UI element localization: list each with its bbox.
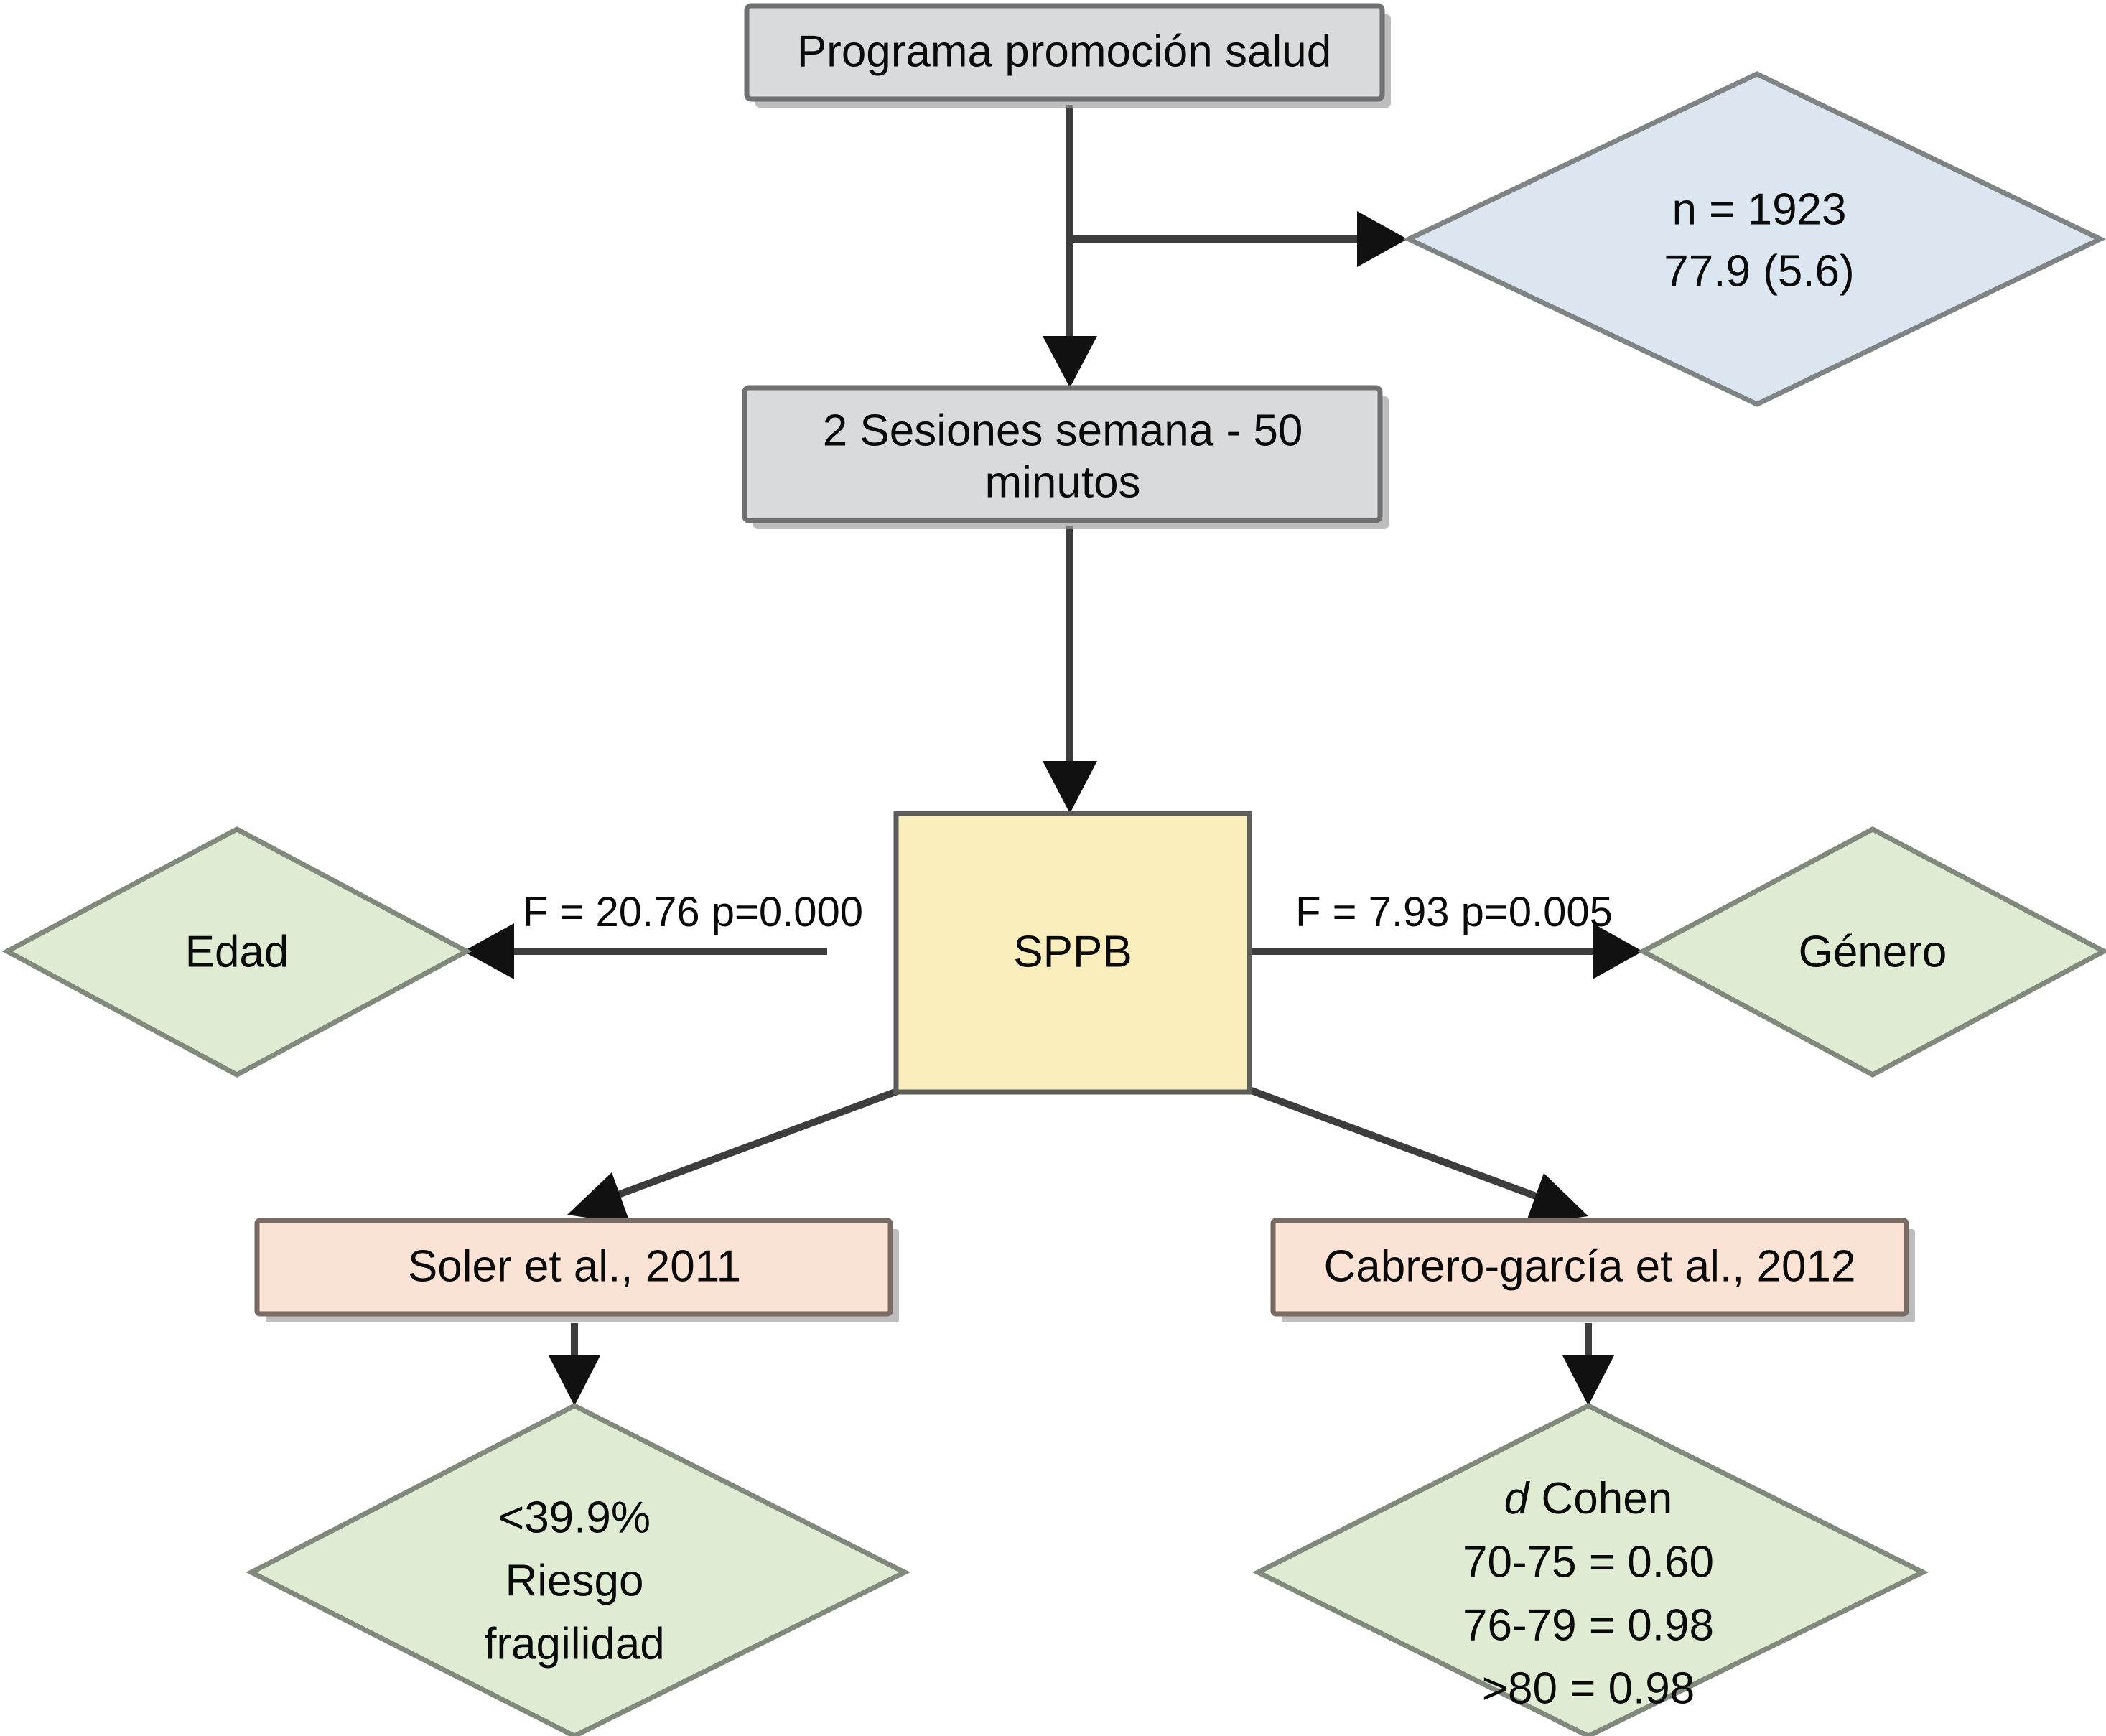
connector-programa-to-muestra	[1070, 211, 1407, 267]
arrowhead-left-edad	[463, 923, 514, 979]
edge-label-sppb-to-genero: F = 7.93 p=0.005	[1295, 889, 1613, 935]
node-genero[interactable]: Género	[1637, 826, 2106, 1078]
node-edad[interactable]: Edad	[1, 826, 472, 1078]
edge-label-sppb-genero-group: F = 7.93 p=0.005	[1295, 889, 1613, 935]
connector-sppb-to-soler	[567, 1086, 903, 1224]
node-cohen-line3: 76-79 = 0.98	[1463, 1600, 1714, 1650]
arrowhead-down-sppb	[1043, 761, 1097, 813]
connector-sppb-to-genero	[1249, 923, 1643, 979]
node-genero-label: Género	[1799, 927, 1947, 976]
node-cohen-line2: 70-75 = 0.60	[1463, 1537, 1714, 1587]
node-fragilidad-line2: Riesgo	[505, 1556, 644, 1605]
node-muestra-line1: n = 1923	[1672, 185, 1846, 234]
connector-soler-to-fragilidad	[549, 1323, 600, 1406]
connector-sppb-to-cabrero	[1248, 1086, 1588, 1225]
node-sesiones[interactable]: 2 Sesiones semana - 50 minutos	[742, 385, 1389, 529]
connector-programa-to-sesiones	[1043, 105, 1097, 388]
node-sesiones-line1: 2 Sesiones semana - 50	[823, 406, 1303, 455]
connector-sesiones-to-sppb	[1043, 526, 1097, 813]
connector-cabrero-to-cohen	[1562, 1323, 1614, 1406]
node-fragilidad[interactable]: <39.9% Riesgo fragilidad	[246, 1403, 910, 1736]
node-programa-label: Programa promoción salud	[797, 27, 1331, 76]
connector-sppb-to-edad	[463, 923, 827, 979]
node-sppb-label: SPPB	[1013, 927, 1132, 976]
node-soler-label: Soler et al., 2011	[408, 1241, 741, 1291]
node-cabrero[interactable]: Cabrero-garcía et al., 2012	[1270, 1218, 1915, 1322]
edge-label-sppb-to-edad: F = 20.76 p=0.000	[523, 889, 863, 935]
node-muestra-line2: 77.9 (5.6)	[1664, 246, 1854, 296]
node-cohen[interactable]: d Cohen 70-75 = 0.60 76-79 = 0.98 >80 = …	[1252, 1403, 1929, 1736]
node-cabrero-label: Cabrero-garcía et al., 2012	[1324, 1241, 1856, 1291]
node-sesiones-line2: minutos	[984, 457, 1140, 507]
arrowhead-down-fragilidad	[549, 1355, 600, 1406]
arrowhead-right-genero	[1593, 923, 1643, 979]
node-edad-label: Edad	[185, 927, 289, 976]
arrowhead-diag-cabrero	[1525, 1173, 1588, 1225]
node-programa[interactable]: Programa promoción salud	[744, 3, 1391, 108]
node-muestra[interactable]: n = 1923 77.9 (5.6)	[1402, 71, 2106, 407]
node-fragilidad-line3: fragilidad	[484, 1619, 665, 1669]
node-cohen-line1: d Cohen	[1504, 1474, 1672, 1523]
arrowhead-diag-soler	[567, 1172, 630, 1224]
arrowhead-right-muestra	[1357, 211, 1407, 267]
node-soler[interactable]: Soler et al., 2011	[254, 1218, 899, 1322]
node-cohen-line4: >80 = 0.98	[1482, 1663, 1695, 1713]
node-fragilidad-line1: <39.9%	[498, 1493, 651, 1542]
node-cohen-line1-italic: d	[1504, 1474, 1531, 1523]
arrowhead-down-sesiones	[1043, 336, 1097, 388]
node-sppb[interactable]: SPPB	[893, 811, 1252, 1095]
edge-label-sppb-edad-group: F = 20.76 p=0.000	[523, 889, 863, 935]
node-cohen-line1-rest: Cohen	[1529, 1474, 1672, 1523]
arrowhead-down-cohen	[1562, 1355, 1614, 1406]
